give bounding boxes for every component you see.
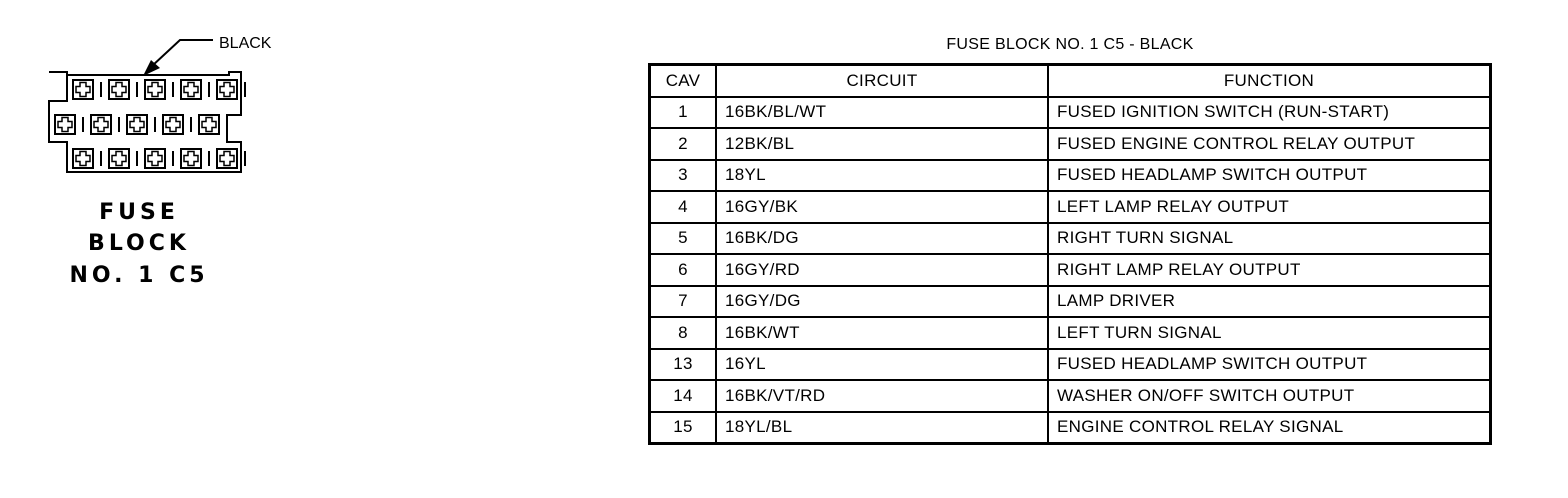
connector-cavity <box>180 148 202 169</box>
cell-cav: 2 <box>648 127 717 161</box>
cell-cav: 14 <box>648 379 717 413</box>
connector-name-line-2: BLOCK <box>88 231 190 256</box>
terminal-plus-icon <box>93 116 109 133</box>
cell-circuit: 16GY/RD <box>715 253 1049 287</box>
cell-circuit: 16BK/VT/RD <box>715 379 1049 413</box>
table-row: 7 16GY/DG LAMP DRIVER <box>648 284 1492 318</box>
connector-cavity <box>180 79 202 100</box>
terminal-plus-icon <box>183 150 199 167</box>
cell-cav: 4 <box>648 190 717 224</box>
cell-circuit: 16BK/BL/WT <box>715 95 1049 129</box>
connector-cavity <box>72 79 94 100</box>
cell-circuit: 16GY/DG <box>715 284 1049 318</box>
cell-cav: 3 <box>648 158 717 192</box>
terminal-plus-icon <box>147 81 163 98</box>
cell-function: RIGHT LAMP RELAY OUTPUT <box>1047 253 1492 287</box>
cell-cav: 5 <box>648 221 717 255</box>
terminal-plus-icon <box>147 150 163 167</box>
cell-cav: 15 <box>648 410 717 445</box>
table-row: 2 12BK/BL FUSED ENGINE CONTROL RELAY OUT… <box>648 127 1492 161</box>
cell-cav: 13 <box>648 347 717 381</box>
connector-diagram: BLACK FUSE BLOCK NO. 1 C5 <box>48 35 272 288</box>
connector-cavity <box>144 148 166 169</box>
table-row: 8 16BK/WT LEFT TURN SIGNAL <box>648 316 1492 350</box>
terminal-plus-icon <box>111 150 127 167</box>
header-cav: CAV <box>648 63 717 98</box>
pinout-table: CAV CIRCUIT FUNCTION 1 16BK/BL/WT FUSED … <box>648 63 1492 445</box>
terminal-plus-icon <box>57 116 73 133</box>
connector-cavity <box>90 114 112 135</box>
cell-cav: 6 <box>648 253 717 287</box>
cell-function: FUSED ENGINE CONTROL RELAY OUTPUT <box>1047 127 1492 161</box>
connector-pointer <box>143 39 213 76</box>
table-row: 6 16GY/RD RIGHT LAMP RELAY OUTPUT <box>648 253 1492 287</box>
table-header-row: CAV CIRCUIT FUNCTION <box>648 63 1492 98</box>
terminal-plus-icon <box>75 81 91 98</box>
cell-cav: 7 <box>648 284 717 318</box>
connector-cavities <box>54 79 246 169</box>
terminal-plus-icon <box>129 116 145 133</box>
terminal-plus-icon <box>201 116 217 133</box>
connector-name-line-3: NO. 1 C5 <box>69 263 208 288</box>
connector-cavity <box>162 114 184 135</box>
cell-function: WASHER ON/OFF SWITCH OUTPUT <box>1047 379 1492 413</box>
terminal-plus-icon <box>183 81 199 98</box>
table-row: 4 16GY/BK LEFT LAMP RELAY OUTPUT <box>648 190 1492 224</box>
header-circuit: CIRCUIT <box>715 63 1049 98</box>
cell-circuit: 16BK/WT <box>715 316 1049 350</box>
cell-function: LEFT TURN SIGNAL <box>1047 316 1492 350</box>
cell-circuit: 18YL <box>715 158 1049 192</box>
table-row: 15 18YL/BL ENGINE CONTROL RELAY SIGNAL <box>648 410 1492 445</box>
connector-cavity <box>54 114 76 135</box>
cell-circuit: 18YL/BL <box>715 410 1049 445</box>
connector-cavity <box>216 79 238 100</box>
connector-cavity <box>198 114 220 135</box>
cell-function: LAMP DRIVER <box>1047 284 1492 318</box>
connector-cavity <box>126 114 148 135</box>
connector-cavity <box>72 148 94 169</box>
connector-cavity <box>216 148 238 169</box>
header-function: FUNCTION <box>1047 63 1492 98</box>
cell-function: FUSED HEADLAMP SWITCH OUTPUT <box>1047 347 1492 381</box>
cell-circuit: 12BK/BL <box>715 127 1049 161</box>
terminal-plus-icon <box>219 81 235 98</box>
terminal-plus-icon <box>75 150 91 167</box>
connector-name-line-1: FUSE <box>99 200 179 225</box>
terminal-plus-icon <box>219 150 235 167</box>
connector-cavity <box>144 79 166 100</box>
cell-cav: 8 <box>648 316 717 350</box>
pointer-label: BLACK <box>219 35 272 52</box>
cell-function: FUSED IGNITION SWITCH (RUN-START) <box>1047 95 1492 129</box>
table-row: 14 16BK/VT/RD WASHER ON/OFF SWITCH OUTPU… <box>648 379 1492 413</box>
connector-cavity <box>108 79 130 100</box>
cell-function: ENGINE CONTROL RELAY SIGNAL <box>1047 410 1492 445</box>
table-title: FUSE BLOCK NO. 1 C5 - BLACK <box>946 36 1194 53</box>
cell-function: FUSED HEADLAMP SWITCH OUTPUT <box>1047 158 1492 192</box>
table-row: 3 18YL FUSED HEADLAMP SWITCH OUTPUT <box>648 158 1492 192</box>
terminal-plus-icon <box>165 116 181 133</box>
cell-circuit: 16GY/BK <box>715 190 1049 224</box>
cell-circuit: 16BK/DG <box>715 221 1049 255</box>
table-row: 1 16BK/BL/WT FUSED IGNITION SWITCH (RUN-… <box>648 95 1492 129</box>
cell-circuit: 16YL <box>715 347 1049 381</box>
table-row: 13 16YL FUSED HEADLAMP SWITCH OUTPUT <box>648 347 1492 381</box>
cell-function: LEFT LAMP RELAY OUTPUT <box>1047 190 1492 224</box>
terminal-plus-icon <box>111 81 127 98</box>
table-row: 5 16BK/DG RIGHT TURN SIGNAL <box>648 221 1492 255</box>
cell-function: RIGHT TURN SIGNAL <box>1047 221 1492 255</box>
connector-cavity <box>108 148 130 169</box>
connector-outline <box>48 71 242 173</box>
cell-cav: 1 <box>648 95 717 129</box>
